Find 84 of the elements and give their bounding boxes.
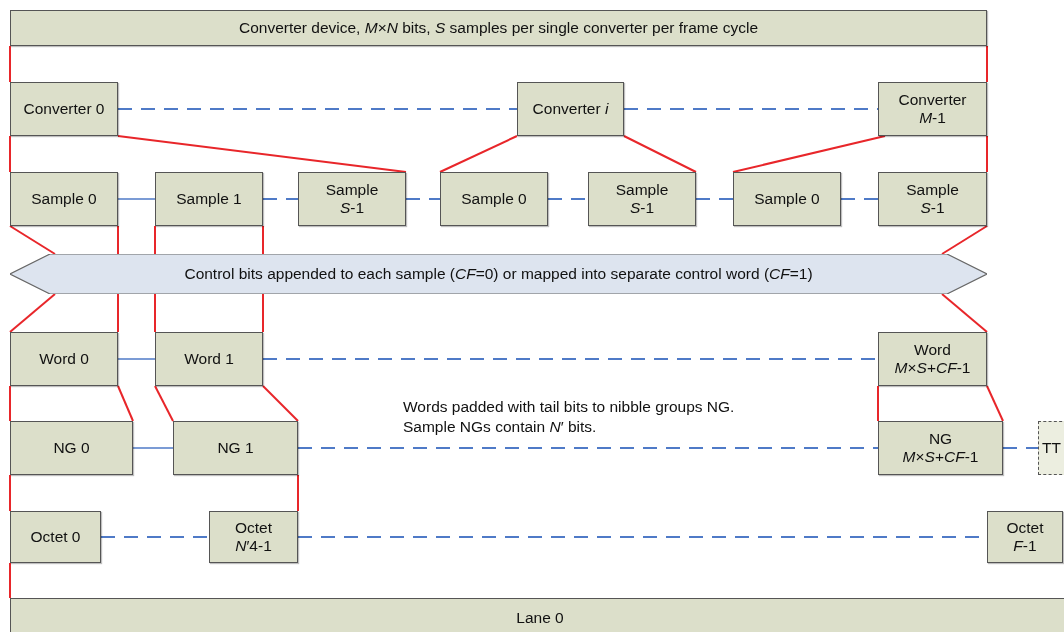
fan-out-line [262, 293, 264, 333]
fan-out-line [9, 135, 11, 173]
connector-line [117, 358, 156, 360]
note-text: Words padded with tail bits to nibble groups NG. Sample NGs contain N′ bits. [403, 397, 736, 438]
connector-line [132, 447, 174, 449]
fan-out-line [941, 225, 988, 255]
box-label: Sample 0 [461, 189, 527, 209]
fan-out-line [986, 385, 1004, 422]
process-box [209, 511, 298, 563]
box-label: Sample S-1 [324, 180, 380, 218]
box-label: Sample 1 [176, 189, 242, 209]
fan-out-line [9, 45, 11, 83]
box-label: Converter device, M×N bits, S samples per single converter per frame cycle [238, 18, 759, 38]
box-label: Sample 0 [754, 189, 820, 209]
fan-out-line [9, 474, 11, 512]
box-label: Converter i [532, 99, 609, 119]
connector-line [100, 536, 210, 538]
process-box [10, 172, 118, 226]
connector-line [117, 198, 156, 200]
fan-out-line [986, 135, 988, 173]
fan-out-line [732, 135, 886, 173]
box-label: Sample S-1 [614, 180, 670, 218]
fan-out-line [117, 385, 134, 422]
box-label: Word 1 [184, 349, 234, 369]
connector-line [117, 108, 518, 110]
fan-out-line [439, 135, 518, 173]
process-box [733, 172, 841, 226]
box-label: Octet F-1 [1005, 518, 1045, 556]
process-box [878, 332, 987, 386]
process-box [987, 511, 1063, 563]
fan-out-line [117, 135, 407, 173]
box-label: Lane 0 [516, 608, 564, 628]
process-box [10, 10, 987, 46]
box-label: NG 0 [53, 438, 90, 458]
fan-out-line [262, 385, 299, 422]
box-label: Sample S-1 [905, 180, 960, 218]
process-box [10, 82, 118, 136]
connector-line [297, 447, 879, 449]
fan-out-line [986, 45, 988, 83]
connector-line [1002, 447, 1039, 449]
box-label: Sample 0 [31, 189, 97, 209]
box-label: NG M×S+CF-1 [901, 429, 980, 467]
connector-line [623, 108, 879, 110]
box-label: Octet 0 [30, 527, 81, 547]
box-label: Word 0 [39, 349, 89, 369]
process-box [878, 421, 1003, 475]
fan-out-line [9, 293, 56, 333]
connector-line [840, 198, 879, 200]
fan-out-line [117, 225, 119, 255]
fan-out-line [297, 474, 299, 512]
box-label: Control bits appended to each sample (CF=0) or mapped into separate control word (CF=1) [184, 264, 813, 284]
process-box [155, 172, 263, 226]
process-box [10, 332, 118, 386]
fan-out-line [877, 385, 879, 422]
fan-out-line [9, 562, 11, 599]
box-label: Word M×S+CF-1 [893, 340, 972, 378]
fan-out-line [941, 293, 988, 333]
box-label: Converter 0 [23, 99, 105, 119]
box-label: TT [1042, 438, 1061, 458]
process-box [10, 421, 133, 475]
box-label: Octet N′4-1 [233, 518, 273, 556]
process-box [173, 421, 298, 475]
fan-out-line [9, 385, 11, 422]
process-box [155, 332, 263, 386]
process-box [440, 172, 548, 226]
box-label: NG 1 [217, 438, 254, 458]
process-box [878, 82, 987, 136]
process-box [517, 82, 624, 136]
process-box [10, 598, 1064, 632]
process-box [878, 172, 987, 226]
process-box [298, 172, 406, 226]
process-box [10, 511, 101, 563]
fan-out-line [623, 135, 697, 173]
connector-line [262, 198, 299, 200]
fan-out-line [154, 385, 174, 422]
fan-out-line [154, 293, 156, 333]
fan-out-line [9, 225, 56, 255]
fan-out-line [262, 225, 264, 255]
box-label: Converter M-1 [897, 90, 968, 128]
connector-line [695, 198, 734, 200]
connector-line [405, 198, 441, 200]
fan-out-line [117, 293, 119, 333]
fan-out-line [154, 225, 156, 255]
process-box [588, 172, 696, 226]
